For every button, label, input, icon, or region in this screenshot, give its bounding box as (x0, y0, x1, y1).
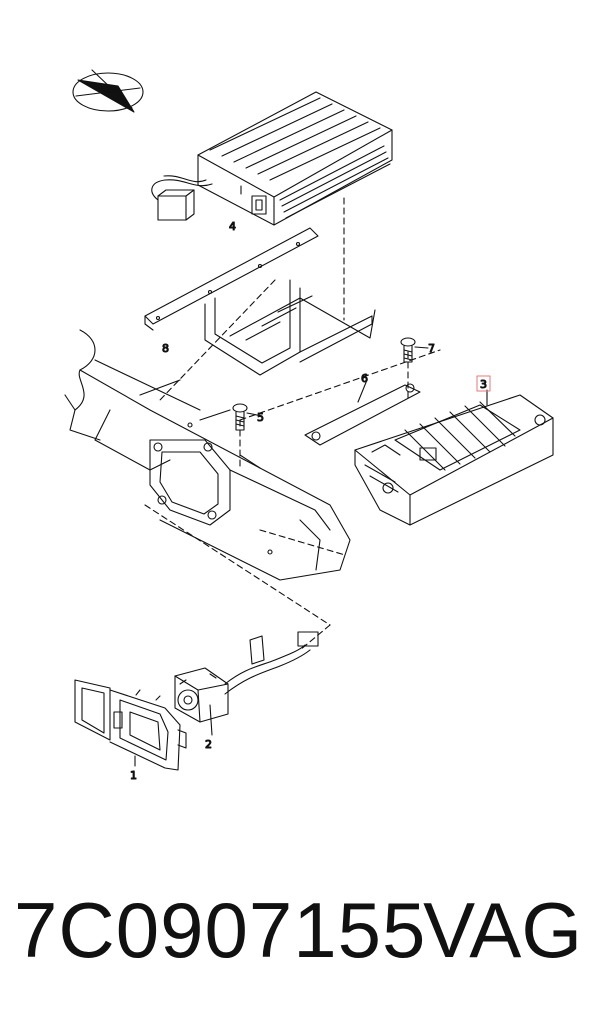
callout-3-highlight (476, 375, 491, 392)
callout-label-3: 3 (480, 378, 487, 391)
charging-socket (174, 667, 229, 736)
screw-7 (400, 337, 429, 363)
brand-label: VAG (423, 886, 582, 974)
callout-label-8: 8 (162, 342, 169, 355)
mounting-plate (304, 379, 421, 446)
callout-label-1: 1 (130, 769, 137, 782)
mounting-bracket (144, 227, 376, 376)
orientation-arrow-icon (72, 69, 144, 113)
charger-unit (151, 91, 393, 226)
control-unit-housing (354, 389, 554, 526)
socket-cable (224, 631, 319, 695)
callout-label-7: 7 (428, 342, 435, 355)
exploded-parts-diagram: 1 2 3 4 5 6 7 8 (64, 69, 554, 783)
screw-5 (232, 403, 263, 431)
callout-label-2: 2 (205, 738, 212, 751)
socket-cover-frame (74, 679, 187, 771)
callout-label-4: 4 (229, 220, 236, 233)
part-number: 7C0907155 (14, 886, 427, 974)
callout-label-6: 6 (361, 372, 368, 385)
vehicle-frame-section (64, 329, 351, 581)
callout-label-5: 5 (257, 411, 264, 424)
assembly-dash-lines (144, 197, 441, 651)
